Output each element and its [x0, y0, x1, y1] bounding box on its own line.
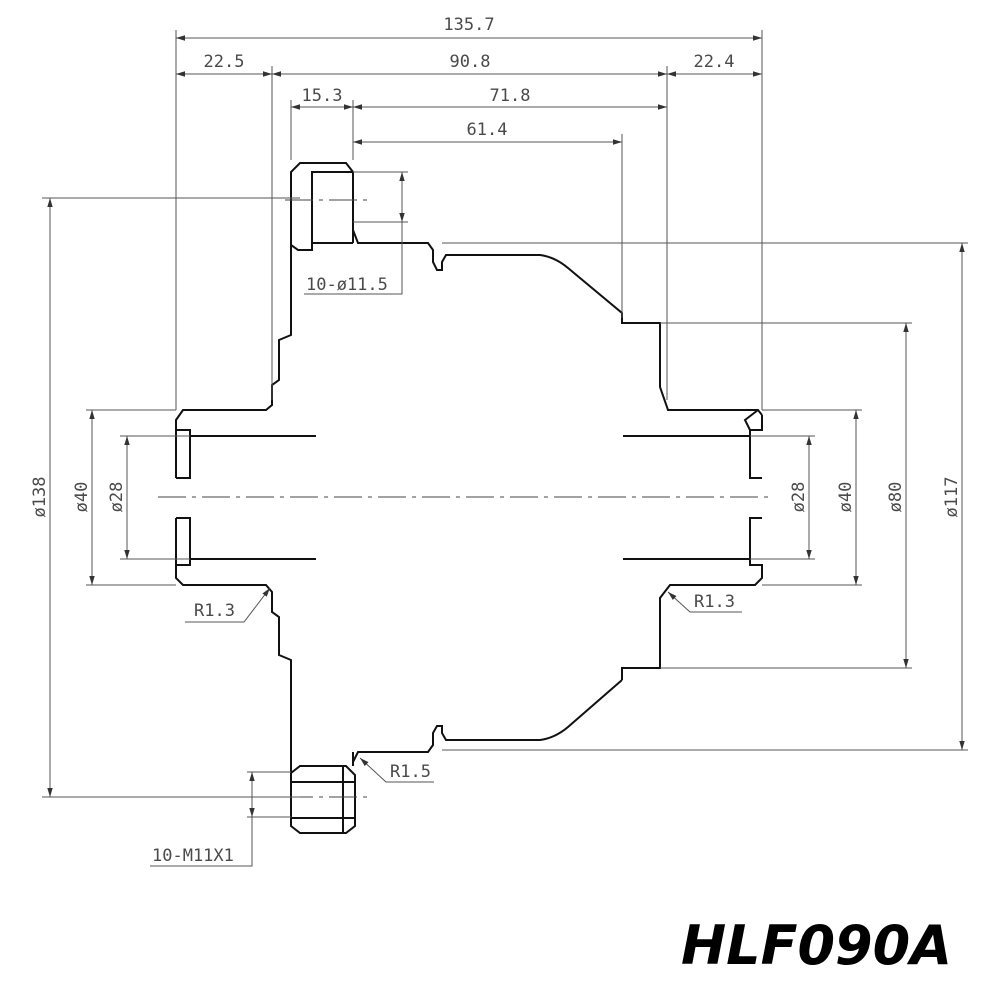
- dim-body-to-hub: 71.8: [490, 86, 531, 106]
- horizontal-dimensions: 135.7 22.5 90.8 22.4 15.3 71.8 61.4: [175, 15, 763, 410]
- callout-thread: 10-M11X1: [152, 846, 234, 866]
- dim-step-diameter: ø80: [886, 482, 906, 513]
- dim-flange-thickness: 15.3: [302, 86, 343, 106]
- dim-flange-diameter: ø138: [30, 477, 50, 518]
- callout-fillet-right: R1.3: [694, 592, 735, 612]
- dim-body-to-step: 61.4: [467, 120, 508, 140]
- dim-left-outer-bore: ø40: [72, 482, 92, 513]
- part-outline: [175, 162, 763, 834]
- dim-left-flange-offset: 22.5: [204, 52, 245, 72]
- dim-body-width: 90.8: [450, 52, 491, 72]
- left-vertical-dimensions: ø138 ø40 ø28: [30, 197, 300, 798]
- dim-body-diameter: ø117: [942, 477, 962, 518]
- dim-overall-width: 135.7: [443, 15, 494, 35]
- dim-right-outer-bore: ø40: [836, 482, 856, 513]
- callout-fillet-flange: R1.5: [390, 762, 431, 782]
- dim-right-inner-bore: ø28: [789, 482, 809, 513]
- model-title: HLF090A: [681, 914, 952, 977]
- callout-fillet-left: R1.3: [194, 601, 235, 621]
- callout-bolt-hole: 10-ø11.5: [306, 275, 388, 295]
- right-vertical-dimensions: ø28 ø40 ø80 ø117: [442, 242, 968, 751]
- dim-right-hub-width: 22.4: [694, 52, 735, 72]
- dim-left-inner-bore: ø28: [107, 482, 127, 513]
- callouts: 10-ø11.5 10-M11X1 R1.3 R1.3 R1.5: [150, 171, 742, 867]
